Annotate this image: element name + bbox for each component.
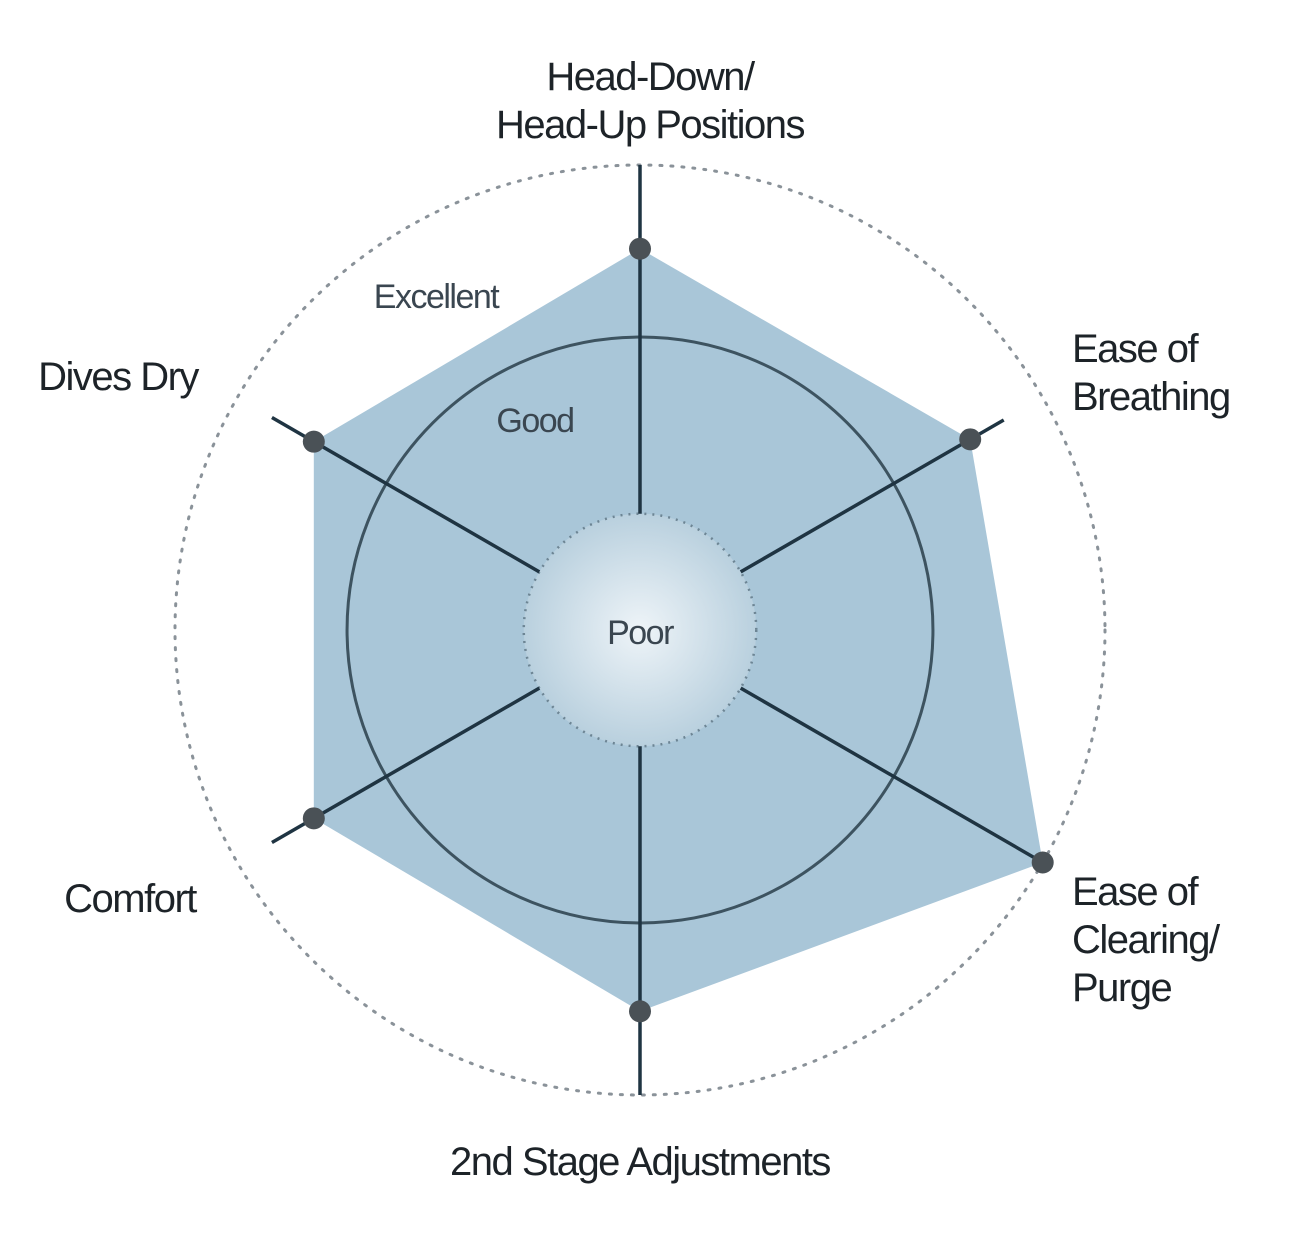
data-point <box>959 428 982 451</box>
ring-poor <box>522 512 758 748</box>
axis-label-line: Comfort <box>64 877 197 921</box>
axis-label-line: Ease of <box>1072 327 1200 371</box>
axis-label: Dives Dry <box>38 355 199 399</box>
ring-label-good: Good <box>496 402 573 440</box>
data-point <box>1031 851 1054 874</box>
ring-label-poor: Poor <box>607 614 674 652</box>
axis-label-line: Breathing <box>1072 375 1230 419</box>
axis-label-line: Ease of <box>1072 870 1200 914</box>
data-point <box>302 807 325 830</box>
axis-label: 2nd Stage Adjustments <box>450 1140 830 1184</box>
axis-label-line: Clearing/ <box>1072 918 1221 962</box>
axis-label-line: Head-Down/ <box>546 55 756 99</box>
axis-label-line: Dives Dry <box>38 355 199 399</box>
ring-label-excellent: Excellent <box>374 278 501 316</box>
data-point <box>302 430 325 453</box>
axis-label: Head-Down/Head-Up Positions <box>496 55 804 147</box>
axis-label-line: Head-Up Positions <box>496 103 804 147</box>
data-point <box>629 237 651 260</box>
axis-label-line: Purge <box>1072 966 1171 1010</box>
axis-line <box>739 418 1005 574</box>
axis-line <box>739 686 1051 869</box>
axis-label-line: 2nd Stage Adjustments <box>450 1140 830 1184</box>
data-point <box>629 1000 651 1023</box>
axis-label: Comfort <box>64 877 197 921</box>
